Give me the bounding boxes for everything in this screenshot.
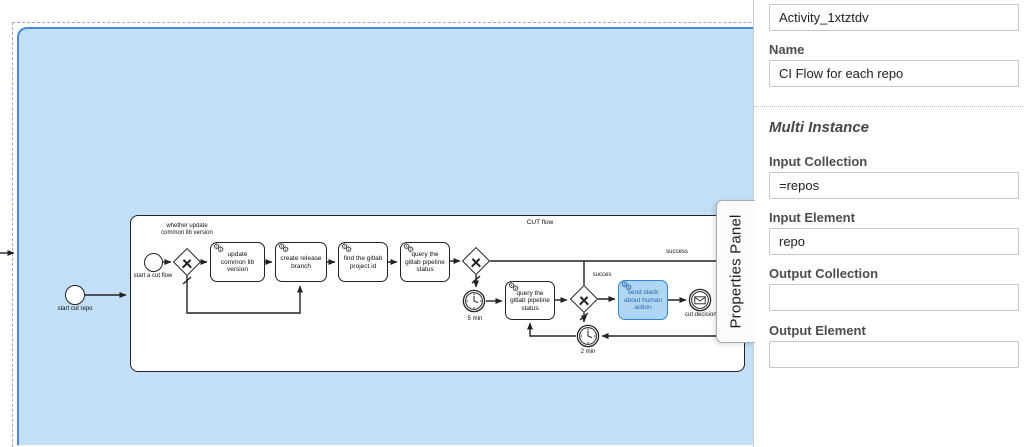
name-field[interactable]: [769, 60, 1019, 87]
timer-event-2min[interactable]: [576, 324, 600, 348]
task-find-gitlab-project[interactable]: ⚙⚙ find the gitlab project id: [338, 242, 388, 282]
timer-5min-label: 5 min: [467, 316, 483, 322]
task-update-common-lib[interactable]: ⚙⚙ update common lib version: [210, 242, 265, 282]
input-collection-field[interactable]: [769, 172, 1019, 199]
task-send-slack[interactable]: ⚙⚙ send slack about human action: [618, 280, 668, 320]
clock-icon: [580, 328, 596, 344]
service-task-icon: ⚙⚙: [341, 242, 353, 254]
name-field-label: Name: [769, 42, 805, 57]
selection-outline: [12, 22, 1024, 447]
task-create-release-branch[interactable]: ⚙⚙ create release branch: [275, 242, 327, 282]
task-label: send slack about human action: [624, 289, 662, 312]
task-label: create release branch: [280, 255, 322, 270]
clock-icon: [466, 293, 482, 309]
output-collection-field[interactable]: [769, 284, 1019, 311]
service-task-icon: ⚙⚙: [403, 242, 415, 254]
task-query-pipeline-2[interactable]: ⚙⚙ query the gitlab pipeline status: [505, 281, 555, 320]
start-event-inner-label: start a cut flow: [133, 273, 173, 279]
multi-instance-heading: Multi Instance: [769, 119, 870, 136]
output-element-label: Output Element: [769, 323, 866, 338]
message-event-label: cut decision: [685, 312, 717, 318]
task-query-pipeline-1[interactable]: ⚙⚙ query the gitlab pipeline status: [400, 242, 450, 282]
id-field[interactable]: [769, 4, 1019, 31]
service-task-icon: ⚙⚙: [213, 242, 225, 254]
service-task-icon: ⚙⚙: [621, 280, 633, 292]
timer-event-5min[interactable]: [462, 289, 486, 313]
properties-panel-tab[interactable]: Properties Panel: [716, 200, 755, 343]
start-event-inner[interactable]: [143, 252, 163, 272]
input-element-field[interactable]: [769, 228, 1019, 255]
service-task-icon: ⚙⚙: [508, 281, 520, 293]
start-event-outer-label: start cut repo: [57, 306, 93, 312]
output-collection-label: Output Collection: [769, 266, 879, 281]
task-label: query the gitlab pipeline status: [510, 289, 550, 312]
gateway-whether-update-label: whether update common lib version: [161, 223, 213, 236]
section-divider: [754, 106, 1024, 107]
flow-label-success: success: [666, 249, 688, 255]
properties-panel-tab-label: Properties Panel: [727, 214, 745, 329]
flow-label-succes: succes: [592, 272, 612, 278]
input-element-label: Input Element: [769, 210, 855, 225]
input-collection-label: Input Collection: [769, 154, 868, 169]
timer-2min-label: 2 min: [580, 349, 596, 355]
properties-panel: Name Multi Instance Input Collection Inp…: [753, 0, 1024, 447]
message-event-cut-decision[interactable]: [688, 288, 712, 312]
task-label: find the gitlab project id: [343, 255, 383, 270]
start-event-outer[interactable]: [65, 285, 85, 305]
output-element-field[interactable]: [769, 341, 1019, 368]
service-task-icon: ⚙⚙: [278, 242, 290, 254]
task-label: query the gitlab pipeline status: [405, 251, 445, 274]
envelope-icon: [694, 296, 706, 305]
subprocess-cut-flow-title: CUT flow: [526, 219, 554, 226]
task-label: update common lib version: [220, 251, 255, 274]
